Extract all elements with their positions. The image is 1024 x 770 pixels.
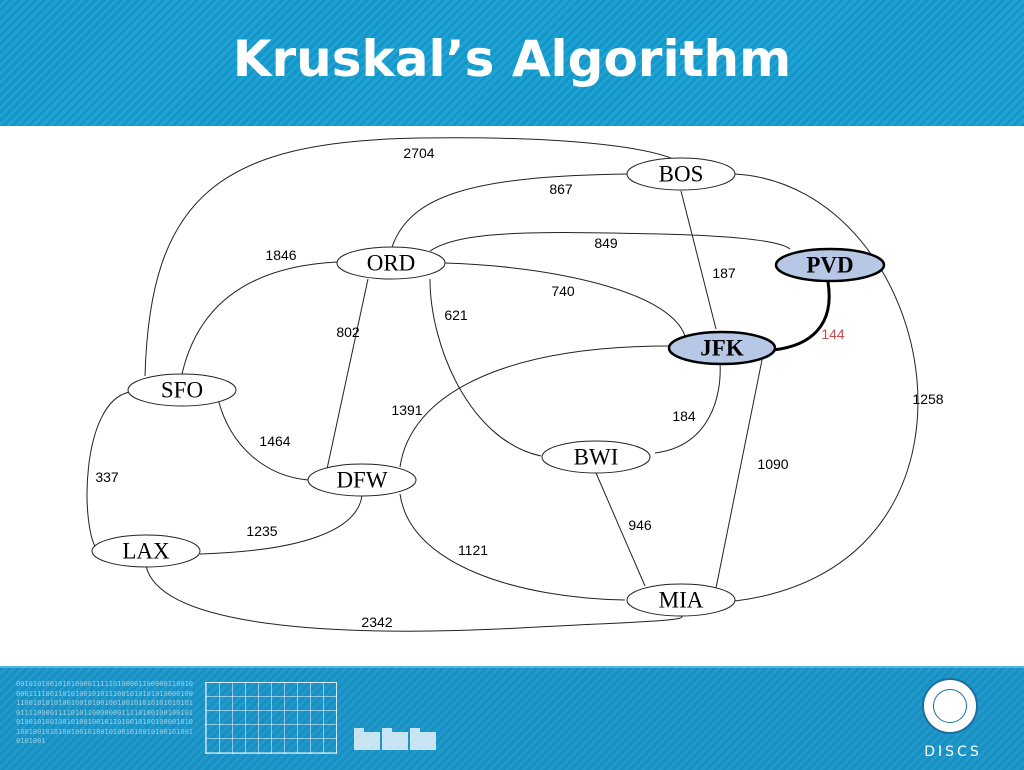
node-mia[interactable]: MIA <box>626 583 736 617</box>
weights-layer: 2704 867 849 187 144 1846 740 621 802 13… <box>95 145 943 630</box>
edge-dfw-jfk <box>399 345 671 468</box>
footer-banner: 0010101001010100001111101000011000001100… <box>0 666 1024 770</box>
edge-weight-pvd-jfk: 144 <box>821 326 845 342</box>
edge-weight-bwi-jfk: 184 <box>672 408 696 424</box>
node-lax[interactable]: LAX <box>91 534 201 568</box>
edge-weight-ord-jfk: 740 <box>551 283 575 299</box>
edge-weight-dfw-jfk: 1391 <box>391 402 422 418</box>
node-jfk[interactable]: JFK <box>667 330 777 366</box>
footer-brand: DISCS <box>924 744 982 760</box>
edge-weight-bos-mia: 1258 <box>912 391 943 407</box>
folder-icons <box>354 728 444 752</box>
node-pvd[interactable]: PVD <box>774 247 886 283</box>
node-label-bos: BOS <box>659 162 704 187</box>
page-title: Kruskal’s Algorithm <box>232 30 792 88</box>
edge-jfk-mia <box>715 359 763 589</box>
edge-sfo-ord <box>181 261 338 375</box>
folder-icon <box>354 728 380 750</box>
edge-weight-sfo-dfw: 1464 <box>259 433 290 449</box>
edge-weight-sfo-ord: 1846 <box>265 247 296 263</box>
edge-lax-dfw <box>199 494 363 555</box>
node-sfo[interactable]: SFO <box>127 373 237 407</box>
edge-bwi-jfk <box>654 362 721 454</box>
node-label-sfo: SFO <box>161 378 203 403</box>
edge-ord-bos <box>391 173 629 248</box>
node-bwi[interactable]: BWI <box>541 440 651 474</box>
node-label-bwi: BWI <box>574 445 619 470</box>
edge-ord-dfw <box>326 278 369 470</box>
node-ord[interactable]: ORD <box>336 246 446 280</box>
edge-ord-bwi <box>429 278 542 457</box>
edge-weight-ord-bwi: 621 <box>444 307 468 323</box>
edge-weight-ord-dfw: 802 <box>336 324 360 340</box>
node-label-dfw: DFW <box>336 468 387 493</box>
edge-dfw-mia <box>399 493 626 601</box>
edge-sfo-bos <box>144 137 681 377</box>
edge-weight-bwi-mia: 946 <box>628 517 652 533</box>
edge-pvd-jfk <box>772 281 831 352</box>
node-bos[interactable]: BOS <box>626 157 736 191</box>
graph-diagram: 2704 867 849 187 144 1846 740 621 802 13… <box>86 137 944 632</box>
node-dfw[interactable]: DFW <box>307 463 417 497</box>
header-banner: Kruskal’s Algorithm <box>0 0 1024 126</box>
folder-icon <box>382 728 408 750</box>
edge-weight-ord-bos: 867 <box>549 181 573 197</box>
node-label-ord: ORD <box>367 251 416 276</box>
edge-weight-sfo-lax: 337 <box>95 469 119 485</box>
edge-weight-ord-pvd: 849 <box>594 235 618 251</box>
edge-ord-jfk <box>444 262 686 337</box>
seal-inner-ring <box>933 689 967 723</box>
edge-bos-mia <box>734 173 919 602</box>
university-seal-icon <box>922 678 978 734</box>
node-label-jfk: JFK <box>700 336 744 361</box>
node-label-pvd: PVD <box>806 253 853 278</box>
edge-ord-pvd <box>429 232 791 252</box>
node-label-lax: LAX <box>122 539 170 564</box>
grid-chart-icon <box>205 682 337 754</box>
edge-sfo-dfw <box>217 398 309 481</box>
edge-weight-lax-dfw: 1235 <box>246 523 277 539</box>
node-label-mia: MIA <box>659 588 704 613</box>
folder-icon <box>410 728 436 750</box>
edge-lax-mia <box>145 565 683 632</box>
edge-bos-jfk <box>680 190 717 330</box>
edge-weight-dfw-mia: 1121 <box>458 542 488 558</box>
edge-bwi-mia <box>595 472 646 587</box>
edge-weight-jfk-mia: 1090 <box>757 456 788 472</box>
nodes-layer: BOS PVD ORD JFK SFO BWI DFW LAX <box>91 157 886 617</box>
edge-weight-lax-mia: 2342 <box>361 614 392 630</box>
edges-layer <box>86 137 919 632</box>
edge-weight-bos-jfk: 187 <box>712 265 736 281</box>
edge-sfo-lax <box>86 391 131 552</box>
binary-decoration: 0010101001010100001111101000011000001100… <box>16 680 194 745</box>
edge-weight-sfo-bos: 2704 <box>403 145 434 161</box>
